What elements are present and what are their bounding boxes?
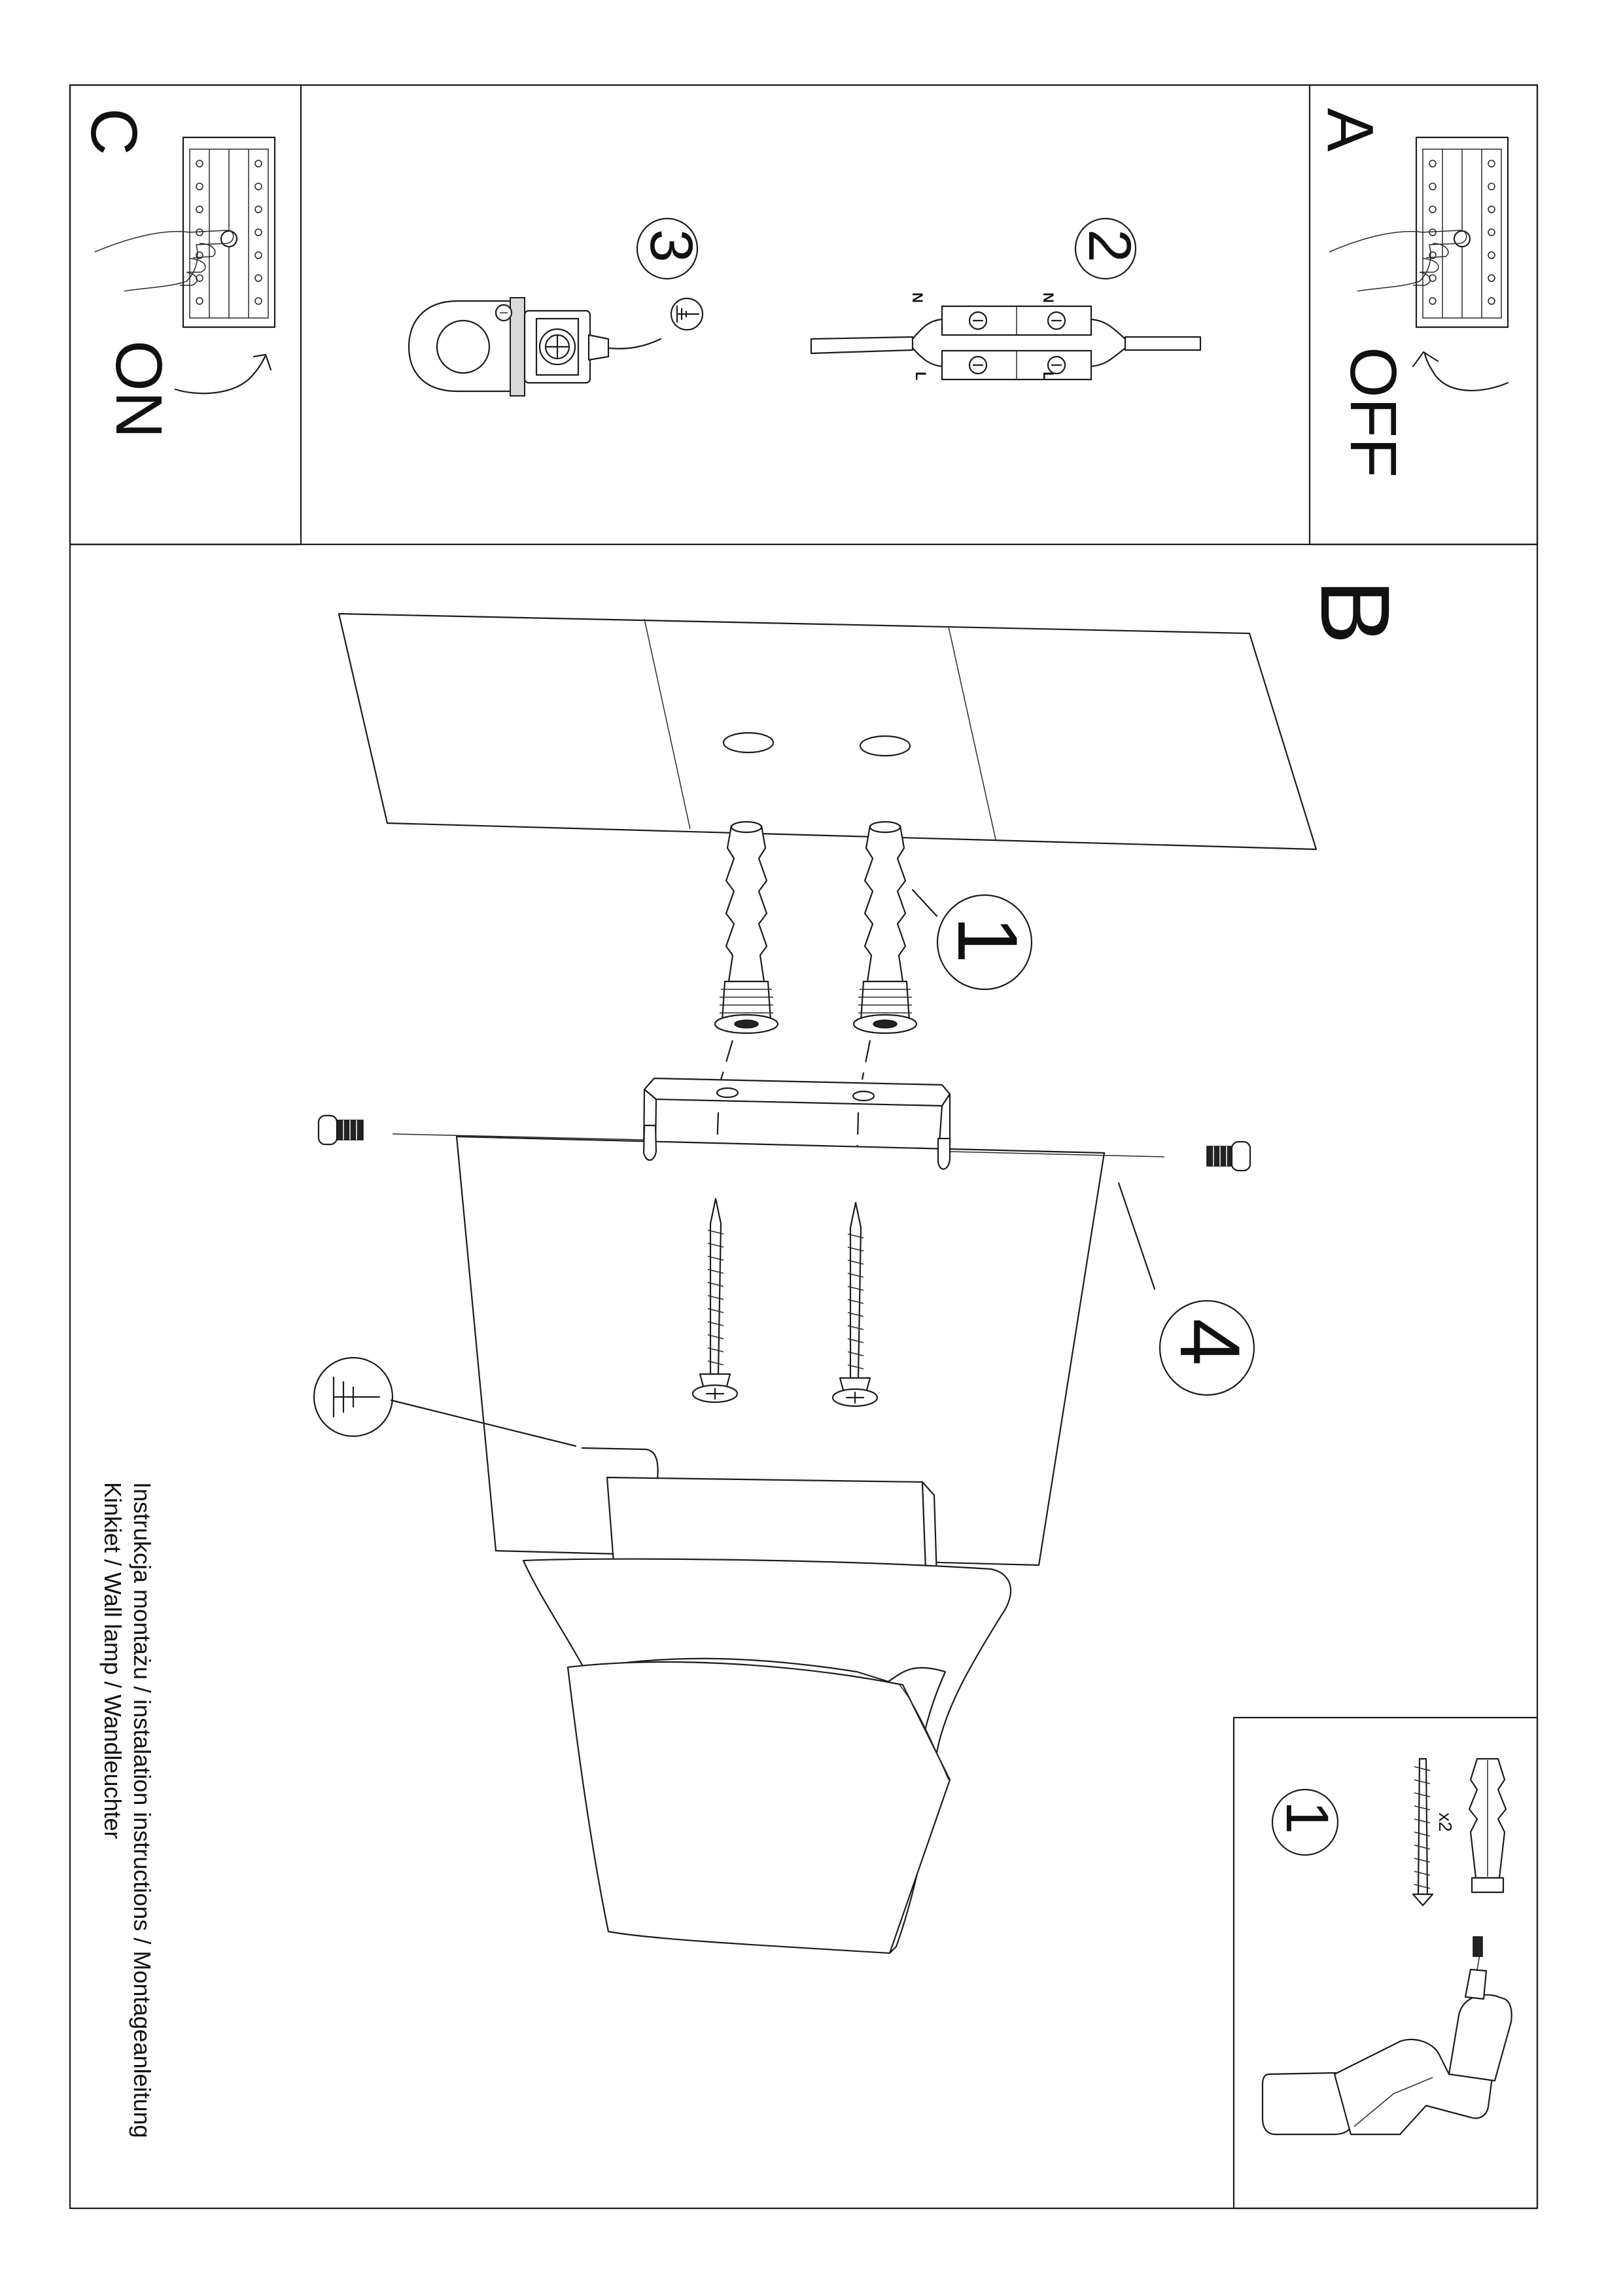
step-number-3: 3	[638, 229, 705, 262]
hand-icon	[94, 230, 234, 292]
drill-hole	[859, 735, 911, 757]
step-1-wall-plugs: 1	[911, 889, 1036, 991]
drill-icon	[1261, 1936, 1512, 2136]
label-l-left: L	[913, 372, 929, 380]
label-n-right: N	[1040, 292, 1056, 303]
breaker-box-icon	[1415, 136, 1509, 328]
wood-screw	[831, 1201, 879, 1407]
panel-state-on: ON	[102, 340, 175, 438]
step-badge-4	[1159, 1299, 1255, 1396]
step-number-2: 2	[1076, 229, 1143, 262]
panel-c: C ON	[77, 108, 276, 438]
lamp-body	[392, 1124, 1165, 1566]
step-badge-1-kit	[1271, 1788, 1339, 1856]
step-number-4: 4	[1162, 1318, 1258, 1366]
earth-wire-callout	[313, 1356, 659, 1480]
panel-kit-tools	[1232, 1716, 1539, 2210]
panel-letter-a: A	[1314, 108, 1387, 152]
wood-screw	[691, 1197, 739, 1404]
ceiling-surface	[338, 612, 1318, 851]
step-4-lamp-body: 4	[1117, 1182, 1258, 1396]
caption: Instrukcja montażu / instalation instruc…	[99, 1482, 156, 2138]
curved-arrow-icon	[174, 355, 266, 395]
panel-state-off: OFF	[1336, 347, 1410, 478]
wall-plug	[852, 821, 918, 1034]
step-badge-3	[636, 217, 699, 280]
earth-wire	[607, 338, 662, 349]
label-n-left: N	[909, 292, 926, 303]
wall-plug	[714, 821, 779, 1034]
kit-contents: 1 x2	[1271, 1757, 1507, 1907]
curved-arrow-icon	[1423, 352, 1509, 391]
caption-line-1: Instrukcja montażu / instalation instruc…	[129, 1482, 156, 2138]
hand-icon	[1329, 230, 1467, 292]
panel-letter-b: B	[1300, 579, 1410, 645]
step-3-earth-terminal: 3	[408, 217, 705, 397]
caption-line-2: Kinkiet / Wall lamp / Wandleuchter	[99, 1482, 126, 1839]
lamp-shade	[522, 1558, 1011, 1954]
wood-screw-icon	[1412, 1757, 1434, 1907]
side-screw	[1206, 1140, 1251, 1172]
kit-number: 1	[1274, 1801, 1340, 1834]
panel-a: A OFF	[1314, 108, 1509, 478]
step-badge-2	[1074, 217, 1137, 280]
step-number-1: 1	[940, 916, 1036, 963]
side-screw	[317, 1114, 364, 1146]
drill-hole	[722, 732, 775, 754]
wall-plug-icon	[1468, 1757, 1507, 1894]
step-2-mains-connector: 2 N L N L	[810, 217, 1202, 380]
kit-quantity: x2	[1435, 1812, 1456, 1832]
label-l-right: L	[1040, 372, 1056, 380]
step-badge-1	[936, 894, 1033, 991]
panel-letter-c: C	[77, 108, 150, 155]
page-frame	[69, 84, 1539, 2210]
